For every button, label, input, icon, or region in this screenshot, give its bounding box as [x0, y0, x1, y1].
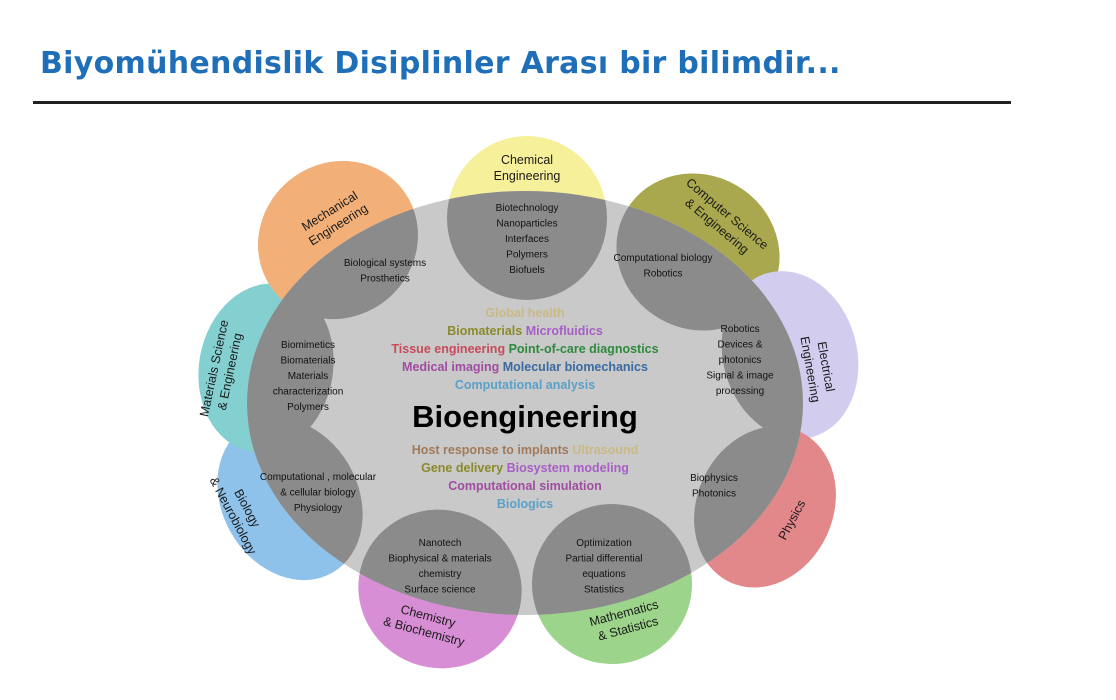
- topic-line-lower-4: Biologics: [497, 497, 553, 511]
- topic-line-lower-2: Gene delivery Biosystem modeling: [421, 461, 629, 475]
- overlap-mathematics-statistics: [532, 504, 693, 615]
- topic-line-lower-3: Computational simulation: [448, 479, 601, 493]
- overlap-materials-science: [247, 283, 334, 453]
- overlap-chemistry-biochemistry: [358, 509, 522, 615]
- title-divider: [33, 101, 1011, 104]
- topic-line-upper-5: Computational analysis: [455, 378, 595, 392]
- overlap-text-biology-neurobiology: Computational , molecular& cellular biol…: [260, 472, 377, 514]
- topic-line-upper-2: Biomaterials Microfluidics: [447, 324, 603, 338]
- page-title: Biyomühendislik Disiplinler Arası bir bi…: [40, 46, 841, 81]
- topic-line-upper-3: Tissue engineering Point-of-care diagnos…: [391, 342, 658, 356]
- overlap-chemical-engineering: [447, 191, 607, 300]
- overlap-electrical-engineering: [721, 271, 803, 439]
- topic-line-lower-1: Host response to implants Ultrasound: [412, 443, 638, 457]
- topic-line-upper-1: Global health: [485, 306, 564, 320]
- topic-line-upper-4: Medical imaging Molecular biomechanics: [402, 360, 648, 374]
- center-title: Bioengineering: [412, 399, 638, 434]
